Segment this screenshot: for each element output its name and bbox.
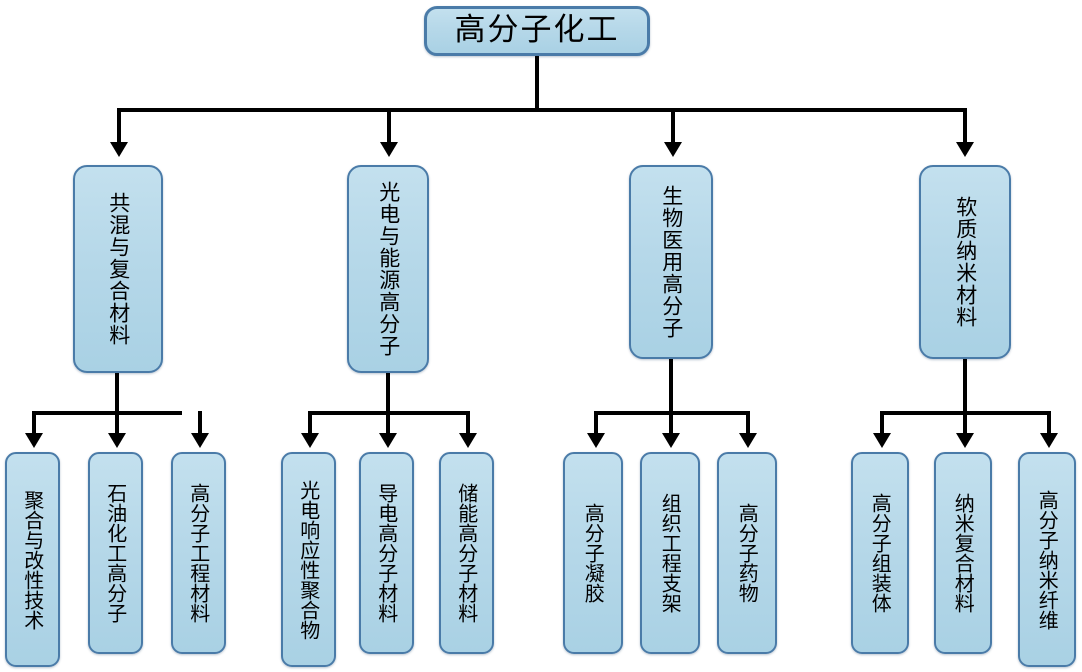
node-leaf-1-3[interactable]: 高分子工程材料	[171, 452, 226, 654]
node-leaf-1-1-label: 聚合与改性技术	[20, 489, 45, 630]
node-leaf-4-2-label: 纳米复合材料	[951, 493, 976, 613]
arrowhead-leaf-1-3	[191, 433, 209, 448]
node-leaf-1-3-label: 高分子工程材料	[186, 483, 211, 623]
connector-drop-leaf-1-1	[32, 411, 36, 435]
connector-drop-leaf-1-3	[198, 411, 202, 435]
connector-drop-leaf-3-3	[746, 411, 750, 435]
connector-stem-branch-4	[963, 359, 967, 415]
arrowhead-leaf-1-1	[25, 433, 43, 448]
arrowhead-leaf-4-1	[873, 433, 891, 448]
node-leaf-2-1[interactable]: 光电响应性聚合物	[281, 452, 336, 667]
arrowhead-branch-2	[380, 142, 398, 157]
connector-root-stem	[535, 56, 539, 112]
node-leaf-2-1-label: 光电响应性聚合物	[296, 479, 321, 640]
node-leaf-2-2-label: 导电高分子材料	[374, 483, 399, 623]
connector-drop-leaf-4-3	[1047, 411, 1051, 435]
node-leaf-3-2[interactable]: 组织工程支架	[640, 452, 700, 654]
connector-drop-branch-3	[671, 108, 675, 144]
node-branch-4-label: 软质纳米材料	[953, 196, 978, 328]
connector-drop-leaf-2-2	[386, 411, 390, 435]
node-leaf-4-1-label: 高分子组装体	[868, 493, 893, 613]
arrowhead-leaf-2-1	[301, 433, 319, 448]
node-leaf-3-3-label: 高分子药物	[735, 503, 760, 603]
node-leaf-4-2[interactable]: 纳米复合材料	[934, 452, 992, 654]
node-root-label: 高分子化工	[454, 12, 620, 49]
node-leaf-4-3[interactable]: 高分子纳米纤维	[1018, 452, 1076, 667]
node-leaf-1-2-label: 石油化工高分子	[103, 483, 128, 623]
node-leaf-2-2[interactable]: 导电高分子材料	[359, 452, 414, 654]
node-leaf-2-3-label: 储能高分子材料	[454, 483, 479, 623]
node-leaf-3-1-label: 高分子凝胶	[581, 503, 606, 603]
arrowhead-leaf-2-3	[459, 433, 477, 448]
arrowhead-leaf-1-2	[108, 433, 126, 448]
connector-drop-branch-1	[117, 108, 121, 144]
node-branch-2[interactable]: 光电与能源高分子	[347, 165, 429, 373]
connector-bar-branch-1	[32, 411, 182, 415]
connector-drop-leaf-1-2	[115, 411, 119, 435]
connector-drop-leaf-3-1	[594, 411, 598, 435]
connector-drop-leaf-3-2	[669, 411, 673, 435]
connector-main-bus	[117, 108, 967, 112]
node-branch-3[interactable]: 生物医用高分子	[629, 165, 713, 359]
node-leaf-3-2-label: 组织工程支架	[658, 493, 683, 613]
connector-drop-leaf-4-1	[880, 411, 884, 435]
node-leaf-3-3[interactable]: 高分子药物	[717, 452, 777, 654]
arrowhead-leaf-3-2	[662, 433, 680, 448]
arrowhead-leaf-2-2	[379, 433, 397, 448]
connector-drop-leaf-4-2	[963, 411, 967, 435]
connector-drop-leaf-2-1	[308, 411, 312, 435]
node-leaf-1-1[interactable]: 聚合与改性技术	[5, 452, 60, 667]
node-leaf-4-3-label: 高分子纳米纤维	[1035, 489, 1060, 630]
node-branch-1[interactable]: 共混与复合材料	[73, 165, 163, 373]
node-branch-2-label: 光电与能源高分子	[376, 181, 401, 357]
node-branch-3-label: 生物医用高分子	[659, 185, 684, 339]
arrowhead-leaf-3-3	[739, 433, 757, 448]
arrowhead-leaf-4-2	[956, 433, 974, 448]
node-root[interactable]: 高分子化工	[424, 6, 650, 56]
connector-drop-branch-2	[387, 108, 391, 144]
node-leaf-2-3[interactable]: 储能高分子材料	[439, 452, 494, 654]
node-leaf-4-1[interactable]: 高分子组装体	[851, 452, 909, 654]
connector-drop-branch-4	[963, 108, 967, 144]
node-leaf-3-1[interactable]: 高分子凝胶	[563, 452, 623, 654]
connector-stem-branch-3	[669, 359, 673, 415]
node-leaf-1-2[interactable]: 石油化工高分子	[88, 452, 143, 654]
arrowhead-branch-1	[110, 142, 128, 157]
node-branch-4[interactable]: 软质纳米材料	[919, 165, 1011, 359]
connector-stem-branch-2	[386, 373, 390, 415]
connector-drop-leaf-2-3	[466, 411, 470, 435]
arrowhead-leaf-3-1	[587, 433, 605, 448]
node-branch-1-label: 共混与复合材料	[106, 192, 131, 346]
connector-stem-branch-1	[115, 373, 119, 415]
arrowhead-branch-3	[664, 142, 682, 157]
arrowhead-leaf-4-3	[1040, 433, 1058, 448]
arrowhead-branch-4	[956, 142, 974, 157]
